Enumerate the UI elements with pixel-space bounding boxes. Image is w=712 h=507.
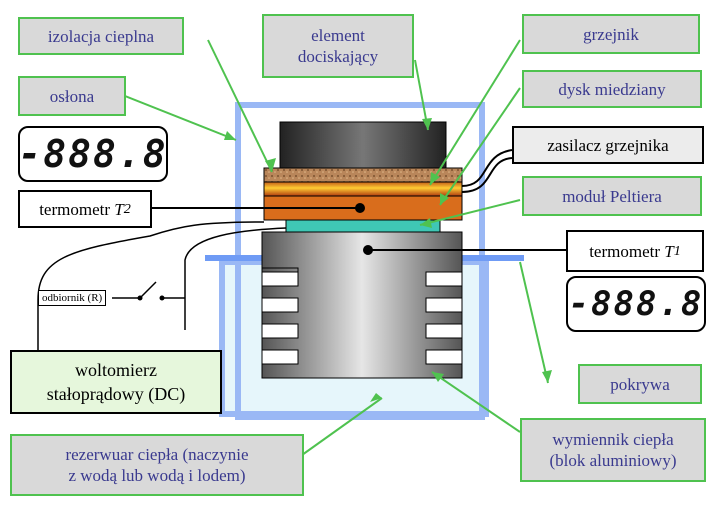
label-element-dociskajacy: element dociskający (262, 14, 414, 78)
peltier-module (285, 219, 441, 233)
heater-cable (461, 149, 513, 187)
termometr-t2-var: T (114, 199, 124, 219)
termometr-t1-sub: 1 (673, 242, 681, 259)
voltmeter-wire-1 (37, 221, 265, 350)
voltmeter-wire-2 (184, 227, 287, 330)
lid-right (420, 255, 524, 261)
pressing-element (279, 121, 447, 169)
label-pokrywa: pokrywa (578, 364, 702, 404)
label-wymiennik-ciepla: wymiennik ciepła (blok aluminiowy) (520, 418, 706, 482)
label-modul-peltiera: moduł Peltiera (522, 176, 702, 216)
termometr-t2-prefix: termometr (39, 199, 110, 219)
temperature-display-right: -888.8 (566, 276, 706, 332)
thermometer-t2-probe (355, 203, 365, 213)
label-woltomierz: woltomierz stałoprądowy (DC) (10, 350, 222, 414)
lid-left (205, 255, 262, 261)
label-zasilacz-grzejnika: zasilacz grzejnika (512, 126, 704, 164)
termometr-t1-var: T (664, 241, 674, 261)
label-oslona: osłona (18, 76, 126, 116)
label-rezerwuar-ciepla: rezerwuar ciepła (naczynie z wodą lub wo… (10, 434, 304, 496)
thermometer-t1-probe (363, 245, 373, 255)
leader-arrows (124, 39, 549, 456)
heater-cable-2 (461, 157, 513, 193)
label-izolacja-cieplna: izolacja cieplna (18, 17, 184, 55)
termometr-t2-sub: 2 (123, 200, 131, 217)
label-odbiornik: odbiornik (R) (38, 290, 107, 306)
label-grzejnik: grzejnik (522, 14, 700, 54)
temperature-display-left: -888.8 (18, 126, 168, 182)
termometr-t1-prefix: termometr (589, 241, 660, 261)
heat-exchanger-fins (261, 271, 463, 365)
leader-arrowheads (224, 118, 552, 402)
label-dysk-miedziany: dysk miedziany (522, 70, 702, 108)
